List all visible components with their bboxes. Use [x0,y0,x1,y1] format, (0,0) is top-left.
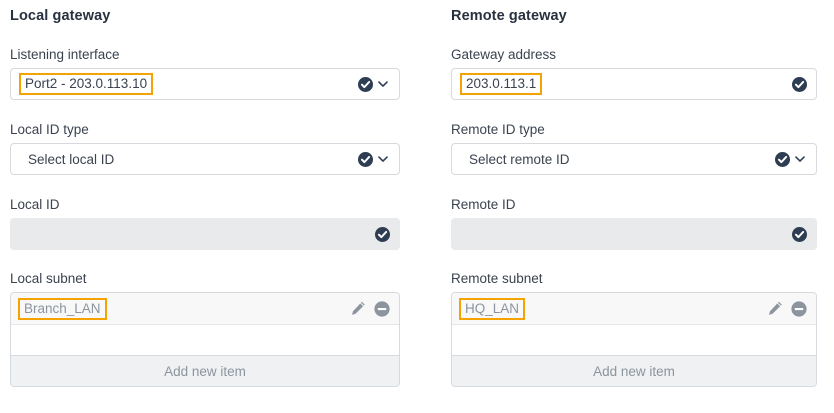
local-gateway-heading: Local gateway [10,8,111,24]
gateway-address-input[interactable]: 203.0.113.1 [451,68,817,100]
listening-interface-value: Port2 - 203.0.113.10 [19,73,154,95]
local-id-icons [375,226,391,242]
remote-subnet-item-value: HQ_LAN [459,297,526,320]
local-id-input[interactable] [10,218,400,250]
remote-id-type-label: Remote ID type [451,122,545,137]
remote-subnet-list: HQ_LAN Add new item [451,292,817,387]
remote-id-type-value: Select remote ID [469,151,570,167]
local-id-type-icons [358,151,391,167]
remote-subnet-item-icons [767,300,807,317]
check-icon [375,226,390,242]
gateway-address-icons [792,76,808,92]
local-subnet-label: Local subnet [10,271,87,286]
local-subnet-item-value: Branch_LAN [18,297,107,320]
gateway-address-value: 203.0.113.1 [460,73,543,95]
check-icon [358,76,373,92]
remote-id-type-select[interactable]: Select remote ID [451,143,817,175]
gateway-address-label: Gateway address [451,47,557,62]
remove-icon[interactable] [374,300,390,317]
check-icon [792,226,807,242]
remote-gateway-heading: Remote gateway [451,8,567,24]
remote-subnet-empty-row [452,325,816,356]
list-item[interactable]: HQ_LAN [452,293,816,325]
local-subnet-item-icons [350,300,390,317]
listening-interface-select[interactable]: Port2 - 203.0.113.10 [10,68,400,100]
listening-interface-icons [358,76,391,92]
remote-subnet-add-new-item-button[interactable]: Add new item [452,356,816,386]
remote-id-icons [792,226,808,242]
remote-id-label: Remote ID [451,197,516,212]
check-icon [792,76,807,92]
remote-id-type-icons [775,151,808,167]
field-gateway-address: Gateway address 203.0.113.1 [451,46,817,100]
field-remote-id: Remote ID [451,196,817,250]
local-subnet-list: Branch_LAN Add new item [10,292,400,387]
check-icon [775,151,790,167]
chevron-down-icon[interactable] [376,152,390,166]
field-remote-subnet: Remote subnet HQ_LAN [451,270,817,387]
field-local-id-type: Local ID type Select local ID [10,121,400,175]
list-item[interactable]: Branch_LAN [11,293,399,325]
listening-interface-label: Listening interface [10,47,120,62]
local-subnet-empty-row [11,325,399,356]
remote-subnet-label: Remote subnet [451,271,543,286]
check-icon [358,151,373,167]
field-listening-interface: Listening interface Port2 - 203.0.113.10 [10,46,400,100]
field-local-id: Local ID [10,196,400,250]
chevron-down-icon[interactable] [793,152,807,166]
local-id-type-label: Local ID type [10,122,89,137]
local-gateway-column: Local gateway Listening interface Port2 … [10,8,400,387]
pencil-icon[interactable] [350,300,367,317]
pencil-icon[interactable] [767,300,784,317]
field-local-subnet: Local subnet Branch_LAN [10,270,400,387]
field-remote-id-type: Remote ID type Select remote ID [451,121,817,175]
local-id-type-value: Select local ID [28,151,115,167]
remote-gateway-column: Remote gateway Gateway address 203.0.113… [417,0,834,413]
remote-id-input[interactable] [451,218,817,250]
chevron-down-icon[interactable] [376,77,390,91]
local-id-type-select[interactable]: Select local ID [10,143,400,175]
local-id-label: Local ID [10,197,60,212]
local-subnet-add-new-item-button[interactable]: Add new item [11,356,399,386]
remove-icon[interactable] [791,300,807,317]
